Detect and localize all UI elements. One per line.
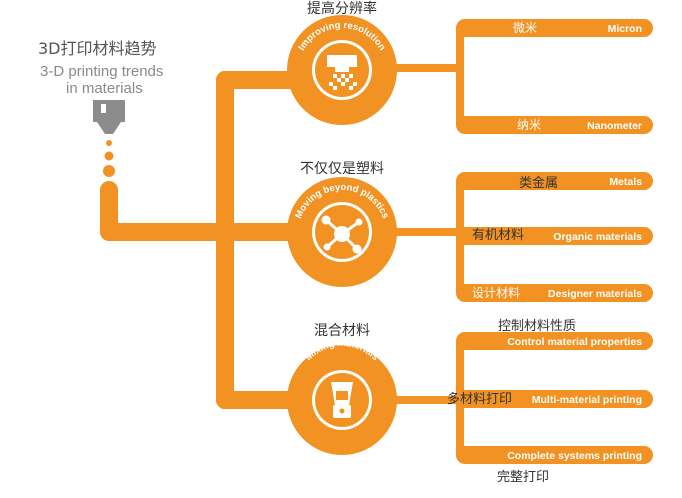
pixel-printer-icon bbox=[327, 55, 357, 90]
leaf-nanometer-en: Nanometer bbox=[587, 120, 642, 132]
leaf-organic-cn: 有机材料 bbox=[472, 228, 524, 243]
leaf-designer-en: Designer materials bbox=[548, 288, 642, 300]
trunk-connectors bbox=[100, 71, 314, 409]
title-cn: 3D打印材料趋势 bbox=[38, 39, 157, 58]
molecule-icon bbox=[321, 215, 363, 254]
leaf-nanometer-cn: 纳米 bbox=[517, 118, 541, 132]
branch-heading-plastics: 不仅仅是塑料 bbox=[300, 161, 384, 177]
leaf-control-cn: 控制材料性质 bbox=[498, 319, 576, 334]
leaf-multi-cn: 多材料打印 bbox=[447, 391, 512, 407]
leaf-designer-cn: 设计材料 bbox=[472, 286, 520, 300]
blender-icon bbox=[331, 382, 353, 418]
leaf-multi-en: Multi-material printing bbox=[532, 394, 642, 406]
leaf-control-en: Control material properties bbox=[507, 336, 642, 348]
branch-heading-resolution: 提高分辨率 bbox=[307, 0, 377, 17]
leaf-metals-cn: 类金属 bbox=[519, 175, 558, 191]
leaf-micron-en: Micron bbox=[608, 23, 642, 35]
leaf-pills bbox=[456, 19, 653, 464]
branch-heading-mixing: 混合材料 bbox=[314, 323, 370, 339]
leaf-complete-en: Complete systems printing bbox=[507, 450, 642, 462]
leaf-organic-en: Organic materials bbox=[553, 231, 642, 243]
leaf-complete-cn: 完整打印 bbox=[497, 470, 549, 485]
title-en-line2: in materials bbox=[66, 80, 143, 97]
printer-nozzle-icon bbox=[93, 100, 125, 177]
title-en-line1: 3-D printing trends bbox=[40, 63, 163, 80]
leaf-micron-cn: 微米 bbox=[513, 21, 537, 35]
leaf-metals-en: Metals bbox=[609, 176, 642, 188]
